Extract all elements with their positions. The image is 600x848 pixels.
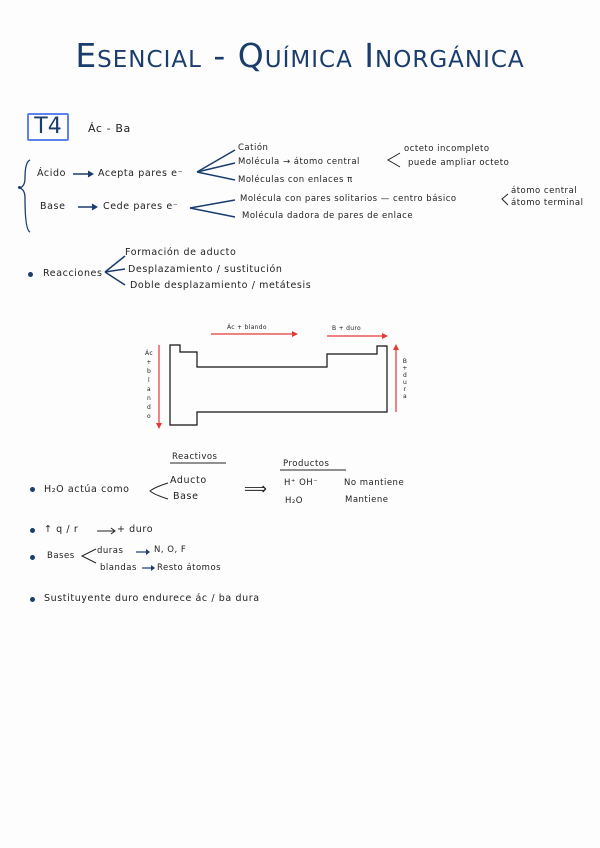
curly-brace-icon (18, 159, 31, 233)
periodic-table-outline (169, 344, 388, 426)
reactants-header: Reactivos (172, 452, 218, 462)
base-example: Molécula con pares solitarios — centro b… (240, 194, 457, 204)
basic-center-note: átomo central (511, 186, 578, 196)
top-left-arrow-label: Ác + blando (227, 324, 267, 331)
reaction-type: Formación de aducto (125, 247, 237, 258)
hard-bases-label: duras (97, 546, 124, 556)
left-arrow-label: Ác + b l a n d o (145, 350, 153, 420)
base-definition: Cede pares e⁻ (103, 201, 179, 212)
central-atom-note: puede ampliar octeto (408, 158, 510, 168)
reactant: Aducto (170, 475, 207, 486)
page-title: Esencial - Química Inorgánica (75, 36, 525, 75)
bases-label: Bases (47, 551, 75, 561)
right-arrow-label: B + d u r a (402, 358, 408, 400)
soft-bases-value: Resto átomos (157, 563, 222, 573)
product-species: H⁺ OH⁻ (284, 478, 319, 488)
hard-bases-value: N, O, F (154, 545, 187, 555)
reaction-type: Desplazamiento / sustitución (128, 264, 283, 275)
acid-definition: Acepta pares e⁻ (98, 168, 184, 179)
bullet (30, 597, 35, 602)
base-term: Base (40, 201, 66, 212)
water-label: H₂O actúa como (44, 484, 130, 495)
reaction-type: Doble desplazamiento / metátesis (130, 280, 312, 291)
base-example: Molécula dadora de pares de enlace (242, 211, 414, 221)
product-species: H₂O (285, 496, 303, 506)
bullet (30, 487, 35, 492)
product-note: Mantiene (345, 495, 389, 505)
products-header: Productos (283, 459, 330, 469)
implies-arrow-icon: ⟹ (244, 479, 267, 498)
acid-example: Moléculas con enlaces π (238, 175, 353, 185)
bullet (28, 272, 33, 277)
substituent-text: Sustituyente duro endurece ác / ba dura (44, 593, 260, 604)
topic-badge: T4 (27, 113, 69, 141)
acid-example: Molécula → átomo central (238, 157, 360, 167)
reactant: Base (173, 491, 199, 502)
top-right-arrow-label: B + duro (332, 325, 361, 332)
soft-bases-label: blandas (100, 563, 137, 573)
bullet (30, 555, 35, 560)
reactions-label: Reacciones (43, 268, 103, 279)
acid-example: Catión (238, 143, 269, 153)
trend-result: + duro (117, 524, 154, 535)
topic-subtitle: Ác - Ba (88, 122, 131, 135)
trend-text: ↑ q / r (44, 524, 79, 535)
bullet (18, 186, 21, 189)
basic-center-note: átomo terminal (511, 198, 584, 208)
product-note: No mantiene (344, 478, 405, 488)
bullet (30, 528, 35, 533)
central-atom-note: octeto incompleto (404, 144, 490, 154)
acid-term: Ácido (37, 168, 67, 179)
